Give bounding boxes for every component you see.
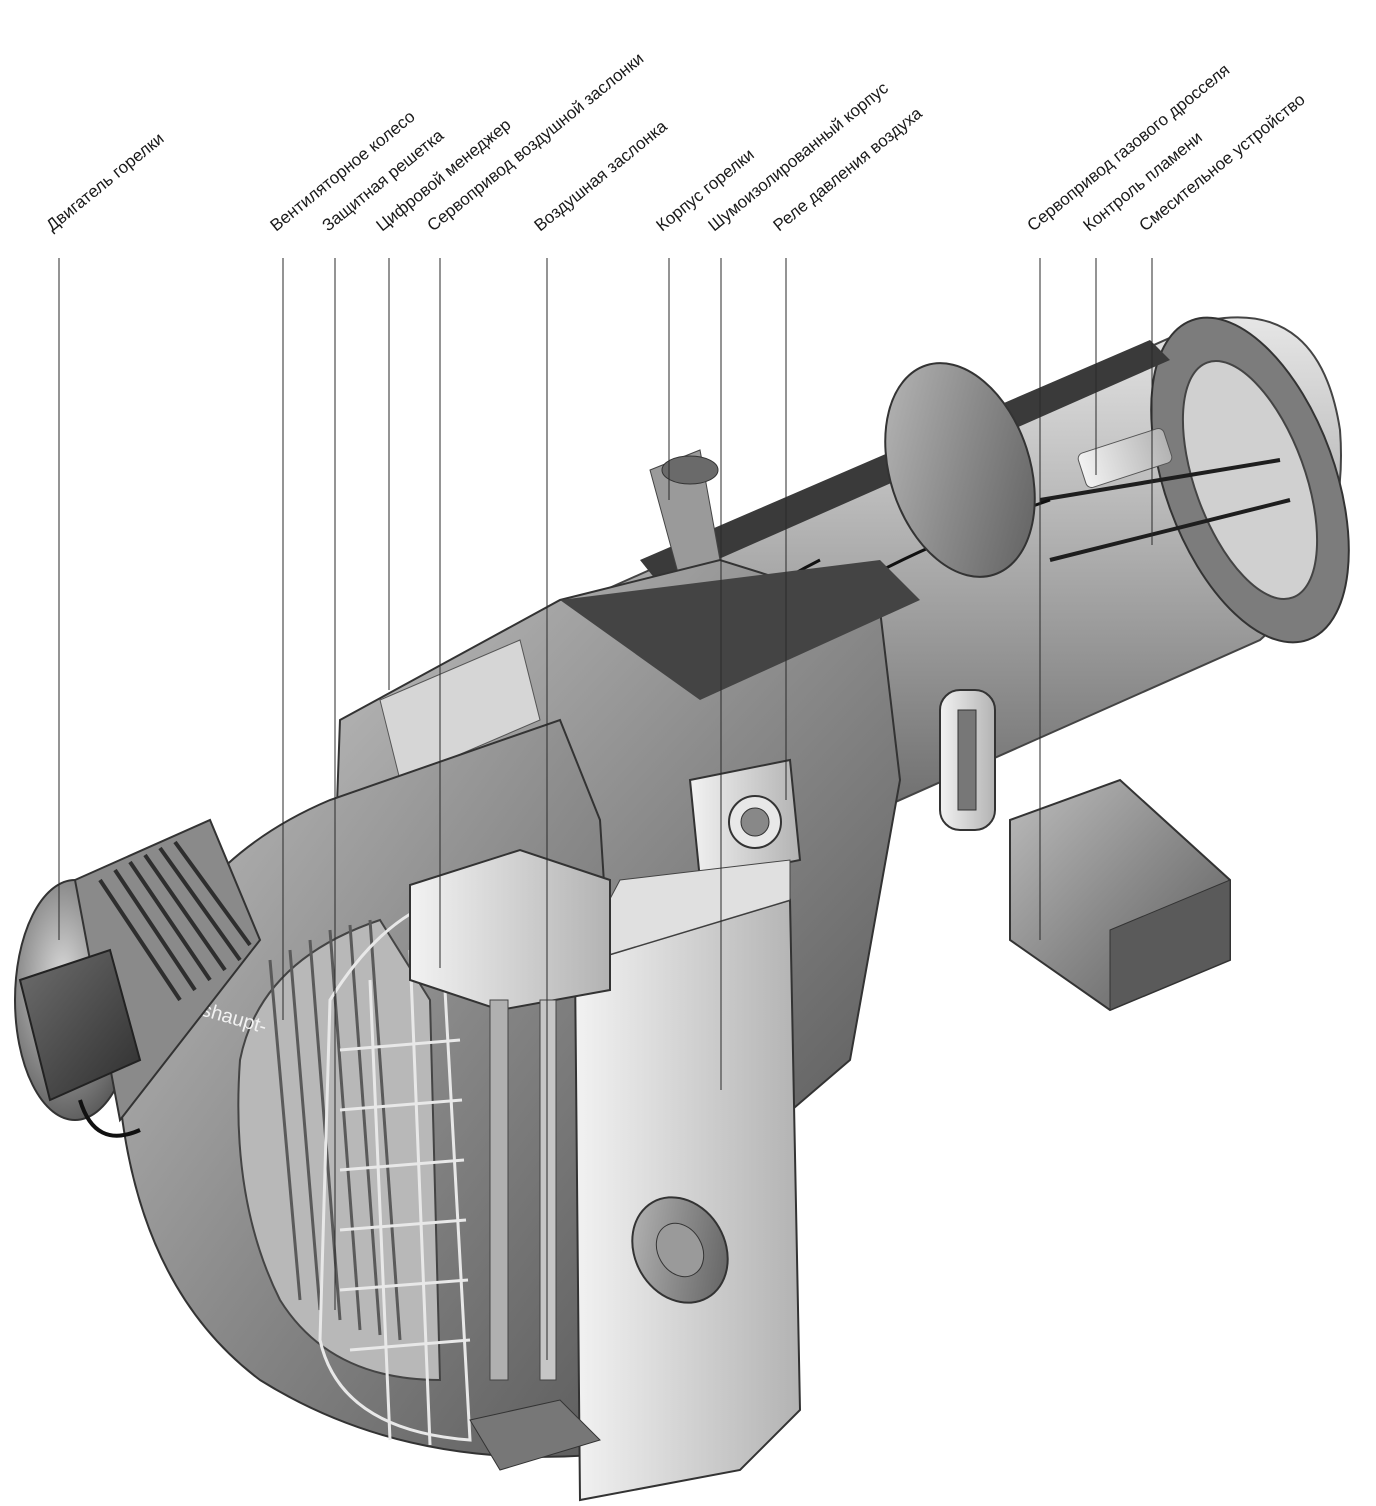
control-box xyxy=(409,848,611,1471)
burner-flange xyxy=(649,362,1036,581)
label-gas-throttle-servo: Сервопривод газового дросселя xyxy=(1024,60,1234,235)
label-burner-motor: Двигатель горелки xyxy=(43,129,168,235)
burner-motor xyxy=(14,818,262,1138)
burner-illustration: -weishaupt- xyxy=(14,316,1350,1502)
gas-servo xyxy=(939,689,1231,1012)
insulated-cover xyxy=(573,859,802,1502)
leader-lines xyxy=(58,258,1153,1360)
callout-labels: Двигатель горелки Вентиляторное колесо З… xyxy=(43,49,1309,235)
label-air-damper-servo: Сервопривод воздушной заслонки xyxy=(424,49,648,235)
